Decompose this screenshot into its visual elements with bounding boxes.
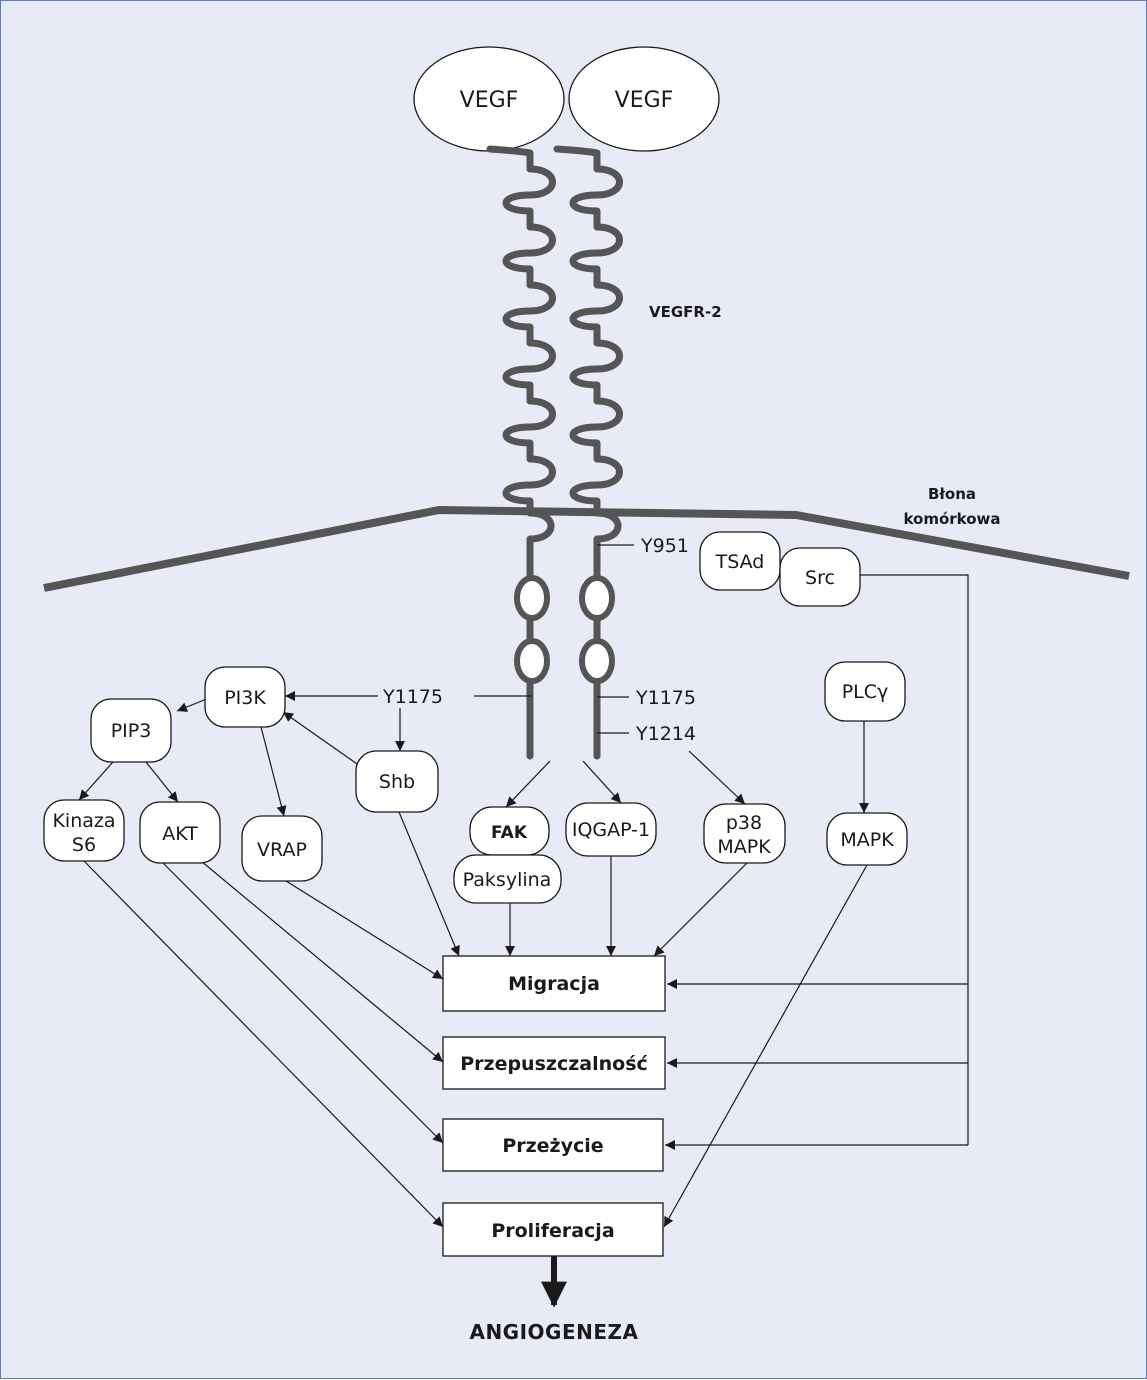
node-plcg <box>824 661 906 722</box>
edge-receptor-to-fak <box>505 760 551 808</box>
node-kinaza-s6 <box>43 799 125 862</box>
vegf-label-left: VEGF <box>460 88 519 113</box>
node-src-label: Src <box>805 567 835 589</box>
node-shb <box>355 750 439 813</box>
site-y1175-left: Y1175 <box>382 686 443 708</box>
outcome-przezycie-label: Przeżycie <box>502 1135 603 1157</box>
edge-akt-to-przezycie <box>162 862 444 1144</box>
node-pi3k <box>204 666 286 728</box>
node-mapk-label: MAPK <box>840 829 894 851</box>
outcome-migracja-label: Migracja <box>508 973 600 995</box>
receptor-loop-left-upper <box>514 575 550 621</box>
outcome-proliferacja-label: Proliferacja <box>491 1220 614 1242</box>
node-pip3-label: PIP3 <box>111 720 152 742</box>
node-akt <box>139 801 221 864</box>
vegf-label-right: VEGF <box>615 88 674 113</box>
membrane-label-line2: komórkowa <box>903 510 1000 528</box>
edge-mapk-to-proliferacja <box>663 864 868 1228</box>
node-p38mapk-label-line1: p38 <box>726 812 762 834</box>
vegfr2-chain-left <box>486 145 556 760</box>
node-fak-label: FAK <box>491 823 528 843</box>
edge-receptor-to-iqgap1 <box>582 760 622 804</box>
node-shb-label: Shb <box>379 771 415 793</box>
node-vrap-label: VRAP <box>257 839 307 861</box>
membrane-label-line1: Błona <box>928 485 976 503</box>
node-vrap <box>241 815 323 882</box>
site-y951: Y951 <box>640 535 689 557</box>
node-p38mapk <box>703 803 786 864</box>
outcome-przepuszczalnosc <box>442 1036 666 1090</box>
outcome-przepuszczalnosc-label: Przepuszczalność <box>460 1053 648 1075</box>
node-iqgap1-label: IQGAP-1 <box>572 819 650 841</box>
receptor-label: VEGFR-2 <box>649 303 722 321</box>
node-tsad <box>699 531 781 591</box>
node-paksylina-label: Paksylina <box>463 869 552 891</box>
edge-vrap-to-migracja <box>285 880 444 980</box>
node-mapk <box>826 812 908 866</box>
node-iqgap1 <box>565 802 657 857</box>
node-pi3k-label: PI3K <box>224 687 266 709</box>
node-akt-label: AKT <box>162 823 198 845</box>
vegfr2-chain-right <box>553 145 623 760</box>
node-p38mapk-label-line2: MAPK <box>717 836 771 858</box>
outcome-proliferacja <box>442 1202 664 1257</box>
cell-membrane <box>43 505 1130 592</box>
edge-pip3-to-kinaza-s6 <box>78 761 114 801</box>
edge-pip3-to-akt <box>145 761 179 803</box>
edge-akt-to-przepuszczalnosc <box>200 860 444 1063</box>
vegf-ligand-right <box>568 46 720 152</box>
edge-p38mapk-to-migracja <box>653 862 748 957</box>
outcome-przezycie <box>442 1118 664 1172</box>
edge-pi3k-to-pip3 <box>176 697 210 712</box>
receptor-loop-left-lower <box>514 638 550 684</box>
node-plcg-label: PLCγ <box>842 681 889 703</box>
receptor-loop-right-lower <box>579 638 615 684</box>
edge-pi3k-to-vrap <box>260 726 287 817</box>
edge-y1214-to-p38mapk <box>688 750 746 805</box>
node-src <box>779 547 861 607</box>
node-pip3 <box>90 698 172 763</box>
site-y1214: Y1214 <box>635 723 696 745</box>
final-label: ANGIOGENEZA <box>469 1320 638 1344</box>
node-kinaza-s6-label-line2: S6 <box>72 834 96 856</box>
src-bus-line <box>859 574 969 1145</box>
receptor-loop-right-upper <box>579 575 615 621</box>
edge-shb-to-pi3k <box>282 711 361 767</box>
outcome-migracja <box>442 955 666 1012</box>
node-tsad-label: TSAd <box>715 551 765 573</box>
edge-kinaza-s6-to-proliferacja <box>83 860 444 1228</box>
site-y1175-right: Y1175 <box>635 687 696 709</box>
node-paksylina <box>453 854 562 904</box>
edge-shb-to-migracja <box>398 811 460 957</box>
node-kinaza-s6-label-line1: Kinaza <box>52 810 115 832</box>
